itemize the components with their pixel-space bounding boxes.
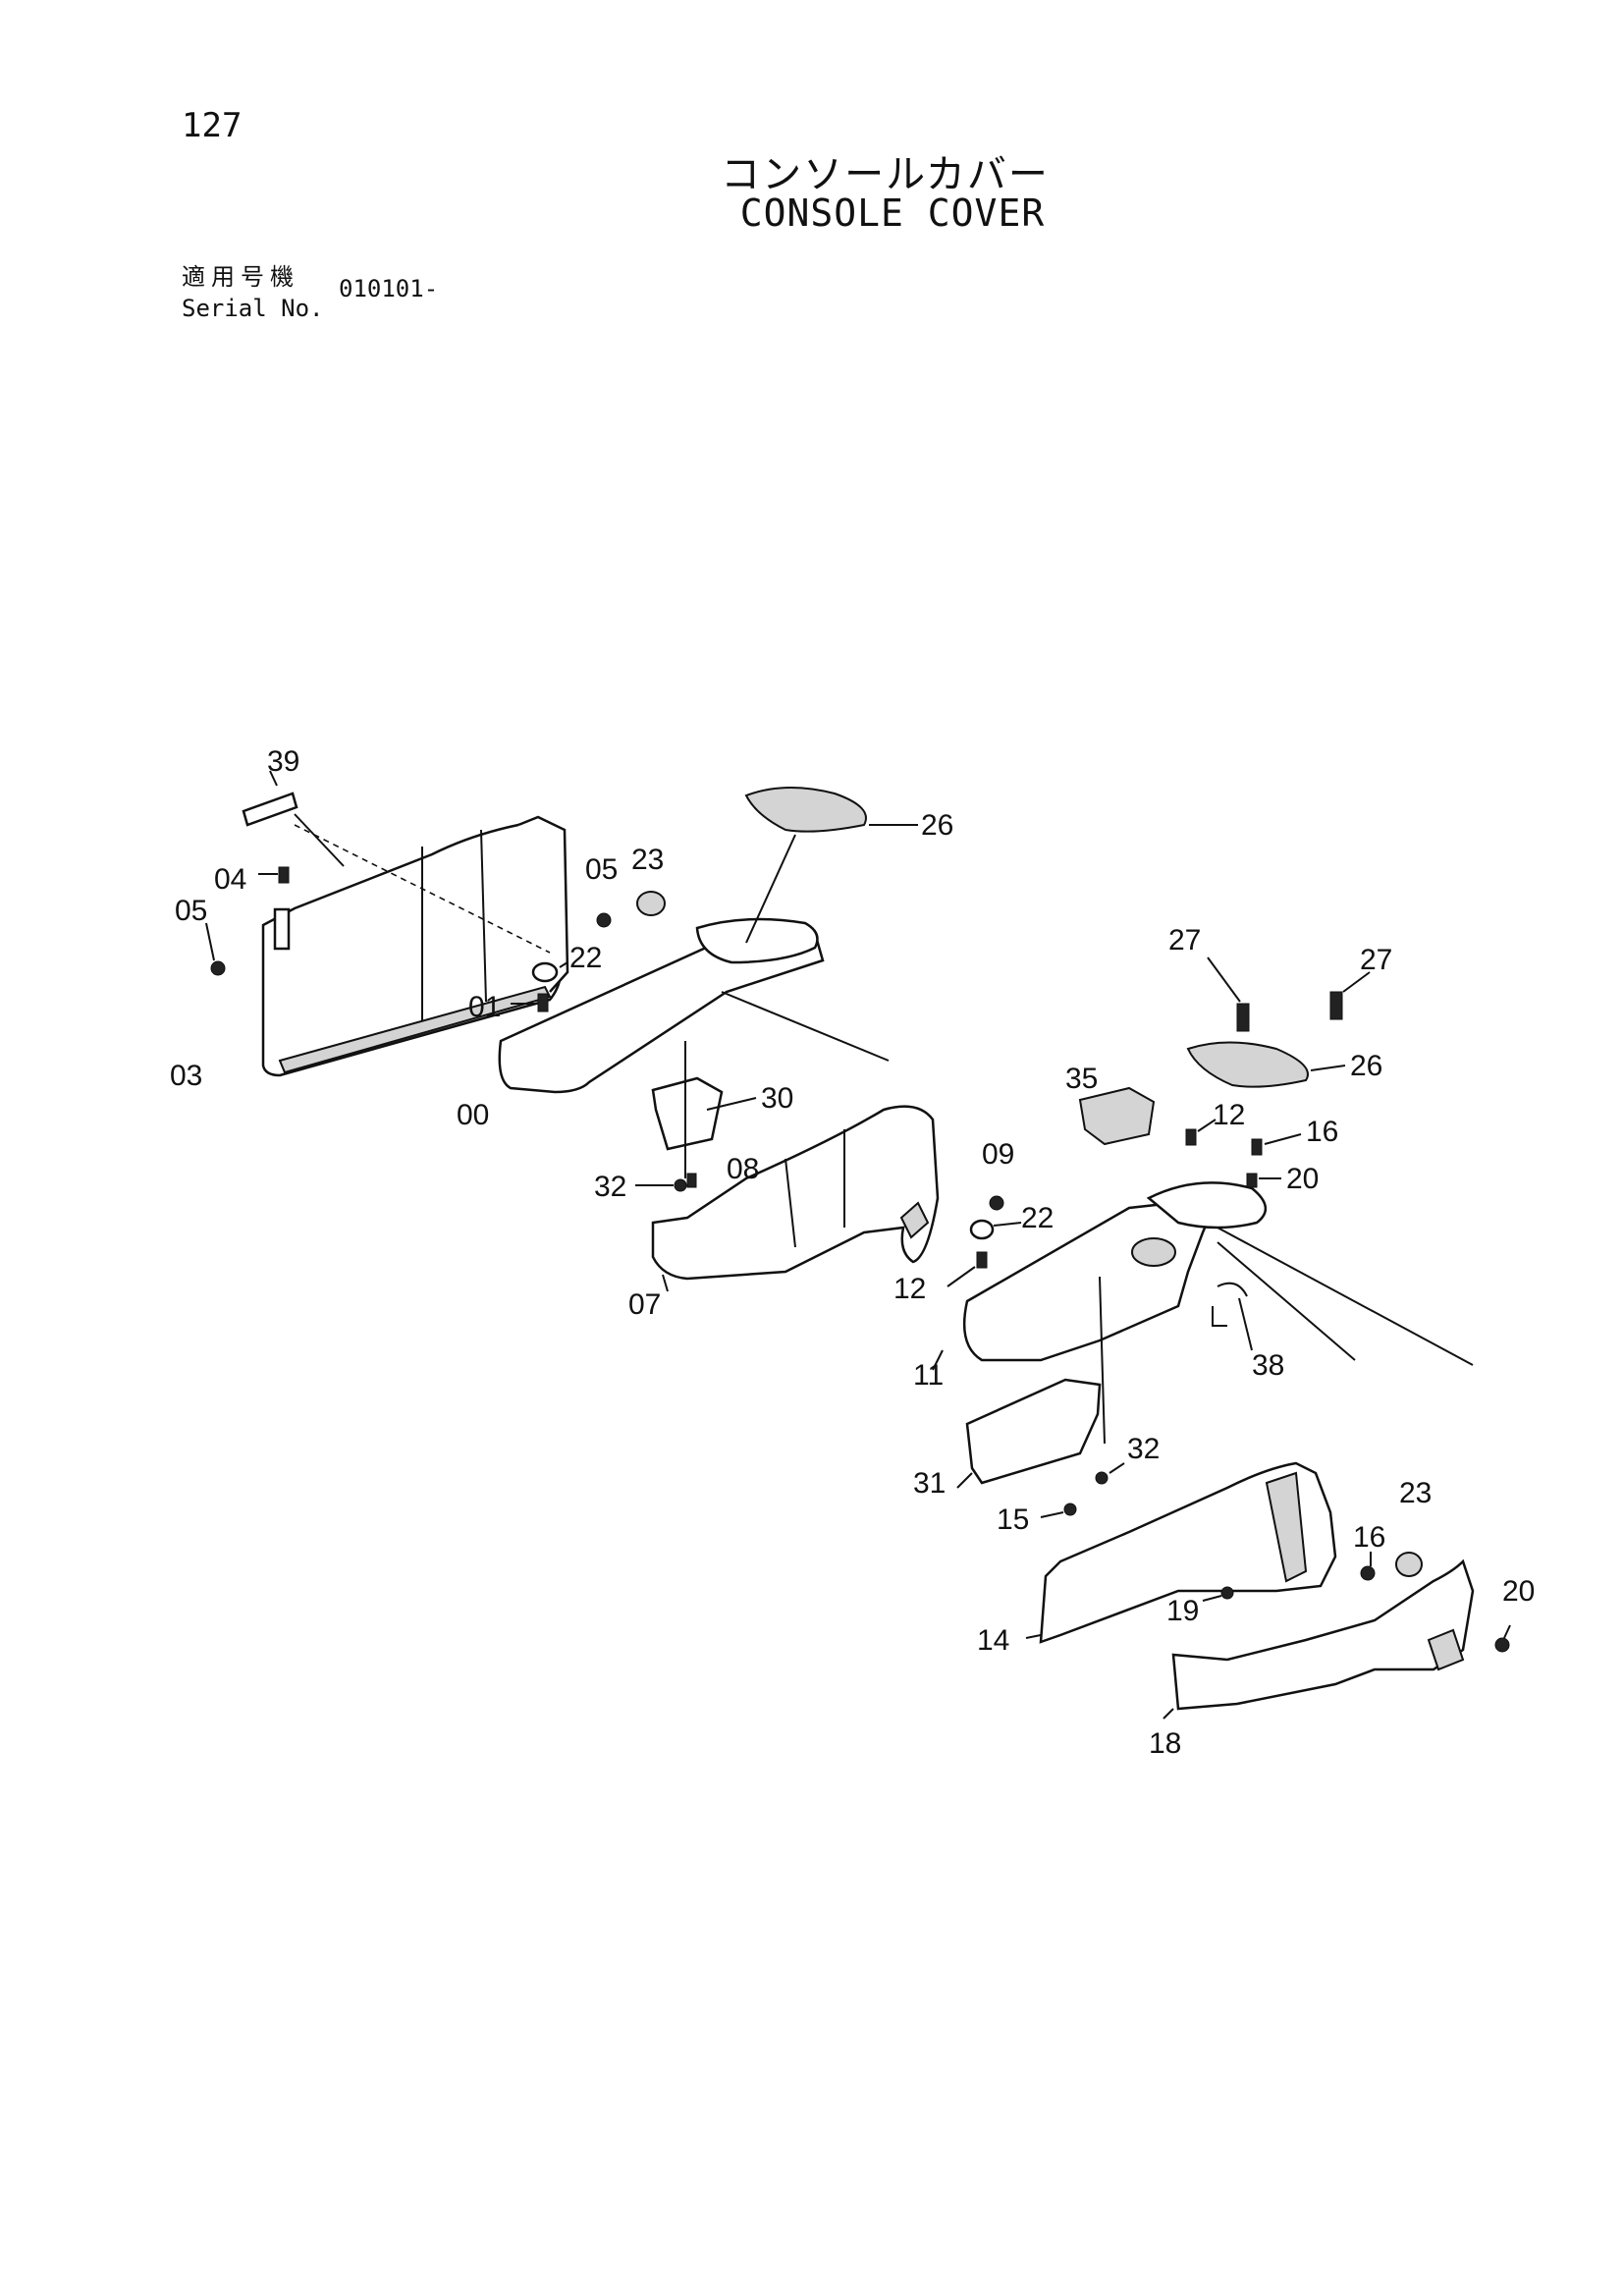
bolt-20-bottom bbox=[1494, 1624, 1511, 1653]
label-23-top: 23 bbox=[631, 844, 664, 876]
bolt-16-bottom bbox=[1360, 1552, 1376, 1581]
bolt-05-mid bbox=[596, 912, 612, 928]
part-38-clip bbox=[1212, 1282, 1253, 1351]
part-07-front-cover bbox=[651, 1105, 940, 1292]
label-26-right: 26 bbox=[1350, 1050, 1382, 1082]
bolt-04 bbox=[258, 866, 290, 884]
serial-label-english: Serial No. bbox=[182, 295, 324, 322]
page-number: 127 bbox=[182, 106, 243, 145]
label-32-top: 32 bbox=[594, 1171, 626, 1203]
bolt-16-top bbox=[1251, 1133, 1302, 1156]
bolt-12-left bbox=[947, 1251, 988, 1287]
bolt-19 bbox=[1202, 1586, 1234, 1602]
part-14-lower-cover bbox=[1025, 1461, 1337, 1644]
bolt-01 bbox=[511, 993, 549, 1012]
label-31: 31 bbox=[913, 1467, 946, 1500]
label-01: 01 bbox=[468, 991, 501, 1023]
label-11: 11 bbox=[913, 1359, 944, 1392]
part-18-right-lower-cover bbox=[1163, 1558, 1475, 1720]
label-20-top: 20 bbox=[1286, 1163, 1319, 1195]
label-27-left: 27 bbox=[1168, 924, 1201, 957]
label-30: 30 bbox=[761, 1082, 793, 1115]
title-japanese: コンソールカバー bbox=[721, 152, 1050, 197]
part-39-decal bbox=[242, 770, 298, 827]
cap-22-mid bbox=[969, 1219, 1022, 1240]
label-12-left: 12 bbox=[893, 1273, 926, 1305]
label-39: 39 bbox=[267, 745, 299, 778]
label-35: 35 bbox=[1065, 1063, 1098, 1095]
part-26-right-grip bbox=[1186, 1041, 1346, 1088]
bolt-12-right bbox=[1185, 1119, 1217, 1146]
part-26-top-grip bbox=[744, 787, 918, 944]
bolt-27-left bbox=[1207, 957, 1250, 1032]
label-32-bottom: 32 bbox=[1127, 1433, 1160, 1465]
part-31-tray bbox=[956, 1378, 1102, 1489]
bolt-08 bbox=[686, 1173, 697, 1188]
label-18: 18 bbox=[1149, 1727, 1181, 1760]
grommet-23-top bbox=[636, 891, 666, 916]
label-20-bottom: 20 bbox=[1502, 1575, 1535, 1608]
label-27-right: 27 bbox=[1360, 944, 1392, 976]
title-english: CONSOLE COVER bbox=[739, 191, 1046, 235]
part-00-console-panel bbox=[498, 917, 890, 1094]
cap-22-top bbox=[531, 961, 568, 983]
bolt-32-top bbox=[635, 1178, 687, 1192]
part-11-right-console bbox=[932, 1181, 1474, 1445]
bolt-27-right bbox=[1329, 971, 1371, 1020]
part-30-box bbox=[651, 1041, 757, 1178]
part-35-small-box bbox=[1078, 1086, 1156, 1146]
label-22-top: 22 bbox=[569, 942, 602, 974]
serial-label-japanese: 適用号機 bbox=[182, 263, 299, 291]
label-22-mid: 22 bbox=[1021, 1202, 1054, 1234]
label-14: 14 bbox=[977, 1624, 1009, 1657]
bolt-05-left bbox=[205, 922, 226, 976]
label-00: 00 bbox=[457, 1099, 489, 1131]
label-26-top: 26 bbox=[921, 809, 953, 842]
grommet-23-bottom bbox=[1395, 1552, 1423, 1577]
label-07: 07 bbox=[628, 1288, 661, 1321]
label-16-top: 16 bbox=[1306, 1116, 1338, 1148]
label-09: 09 bbox=[982, 1138, 1014, 1171]
serial-number-value: 010101- bbox=[339, 275, 439, 302]
label-19: 19 bbox=[1166, 1595, 1199, 1627]
label-05-mid: 05 bbox=[585, 853, 618, 886]
bolt-32-bottom bbox=[1095, 1462, 1125, 1485]
label-05-left: 05 bbox=[175, 895, 207, 927]
label-08: 08 bbox=[727, 1153, 759, 1185]
label-23-bottom: 23 bbox=[1399, 1477, 1432, 1509]
label-03: 03 bbox=[170, 1060, 202, 1092]
label-04: 04 bbox=[214, 863, 246, 896]
bolt-15 bbox=[1040, 1503, 1077, 1518]
label-15: 15 bbox=[997, 1503, 1029, 1536]
part-03-left-side-cover bbox=[261, 815, 569, 1077]
label-38: 38 bbox=[1252, 1349, 1284, 1382]
bolt-09 bbox=[989, 1195, 1004, 1211]
label-12-right: 12 bbox=[1213, 1099, 1245, 1131]
label-16-bottom: 16 bbox=[1353, 1521, 1385, 1554]
bolt-20-top bbox=[1246, 1173, 1281, 1188]
